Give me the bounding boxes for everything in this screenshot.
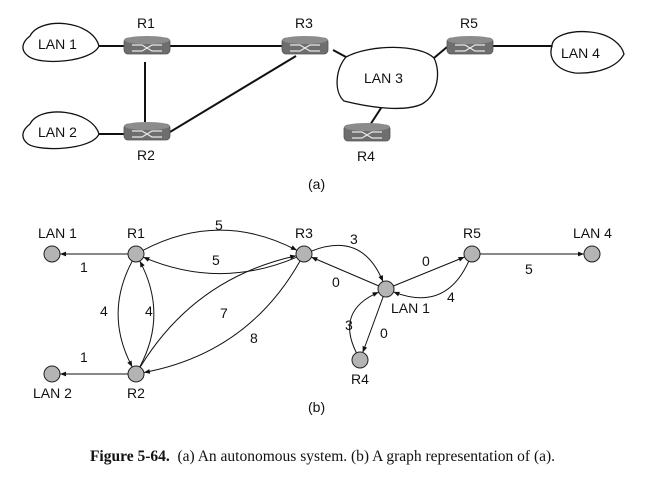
graph-node-r1: R1 [127, 225, 145, 263]
edge-weight-r2-to-r1: 4 [145, 303, 153, 319]
r1-label: R1 [137, 15, 155, 31]
link-lan3-r5 [433, 46, 448, 59]
node-circle [43, 245, 61, 263]
edge-r3-to-r1 [143, 256, 297, 274]
figure-number: Figure 5-64. [89, 448, 170, 465]
part-a-links [99, 45, 552, 135]
edge-weight-r3-to-r2: 8 [250, 330, 258, 346]
router-r3: R3 [281, 15, 329, 55]
graph-node-lan4: LAN 4 [573, 225, 612, 263]
lan-cloud-lan4: LAN 4 [550, 30, 625, 74]
lan-cloud-lan3: LAN 3 [336, 46, 439, 109]
r2-label: R2 [137, 147, 155, 163]
edge-r2-to-r3 [139, 254, 297, 368]
router-r1: R1 [123, 15, 171, 55]
edge-weight-r1-to-r2: 4 [100, 303, 108, 319]
lan2-label: LAN 2 [38, 124, 77, 140]
edge-r1-to-r2 [117, 260, 133, 368]
graph-node-r4: R4 [351, 351, 369, 387]
router-r4: R4 [343, 123, 391, 164]
node-label-r4: R4 [351, 371, 369, 387]
edge-weight-lanc-to-r5: 0 [422, 253, 430, 269]
node-circle [583, 245, 601, 263]
router-icon [132, 130, 162, 138]
node-circle [127, 245, 145, 263]
node-circle [377, 280, 395, 298]
lan4-label: LAN 4 [561, 45, 600, 61]
part-b-edges [60, 229, 584, 377]
node-label-r1: R1 [127, 225, 145, 241]
graph-node-lanc: LAN 1 [377, 280, 430, 316]
node-label-lanc: LAN 1 [391, 300, 430, 316]
node-circle [463, 245, 481, 263]
edge-weight-r2-to-lan2: 1 [80, 349, 88, 365]
graph-node-r5: R5 [463, 225, 481, 263]
router-icon [455, 44, 485, 52]
edge-lanc-to-r3 [311, 256, 379, 287]
r3-label: R3 [295, 15, 313, 31]
edge-weight-r3-to-lanc: 3 [350, 231, 358, 247]
link-r3-lan3 [332, 49, 347, 58]
node-label-r2: R2 [127, 385, 145, 401]
link-r2-r3 [169, 55, 297, 133]
part-a-label: (a) [308, 176, 325, 192]
node-circle [351, 351, 369, 369]
router-icon [132, 44, 162, 52]
router-r2: R2 [123, 122, 171, 163]
edge-weight-lanc-to-r4: 0 [380, 325, 388, 341]
node-label-lan1: LAN 1 [38, 225, 77, 241]
figure-caption: Figure 5-64. (a) An autonomous system. (… [0, 448, 645, 466]
node-label-lan2: LAN 2 [33, 385, 72, 401]
edge-weight-r4-to-lanc: 3 [345, 317, 353, 333]
lan1-label: LAN 1 [38, 36, 77, 52]
edge-lanc-to-r4 [362, 296, 384, 353]
edge-lanc-to-r5 [393, 256, 465, 287]
graph-node-r3: R3 [295, 225, 313, 263]
caption-text: (a) An autonomous system. (b) A graph re… [177, 448, 556, 465]
link-lan3-r4 [369, 104, 384, 126]
node-label-r3: R3 [295, 225, 313, 241]
edge-weight-r1-to-lan1: 1 [80, 259, 88, 275]
edge-weight-r3-to-r1: 5 [212, 252, 220, 268]
graph-node-lan2: LAN 2 [33, 365, 72, 401]
lan-cloud-lan1: LAN 1 [22, 22, 100, 63]
graph-node-lan1: LAN 1 [38, 225, 77, 263]
router-icon [352, 131, 382, 139]
edge-r2-to-r1 [139, 260, 155, 368]
edge-r5-to-lanc [393, 261, 470, 299]
edge-r3-to-r2 [143, 260, 301, 374]
lan-cloud-lan2: LAN 2 [22, 111, 100, 150]
node-circle [127, 365, 145, 383]
router-r5: R5 [446, 15, 494, 55]
edge-weight-r5-to-lanc: 4 [447, 289, 455, 305]
r4-label: R4 [357, 148, 375, 164]
node-circle [43, 365, 61, 383]
edge-weight-r2-to-r3: 7 [220, 305, 228, 321]
part-b-weights: 1 5 5 4 4 1 7 8 3 0 0 4 0 3 5 [80, 217, 533, 365]
edge-weight-lanc-to-r3: 0 [332, 274, 340, 290]
r5-label: R5 [460, 15, 478, 31]
lan3-label: LAN 3 [364, 70, 403, 86]
part-b-label: (b) [308, 399, 325, 415]
graph-node-r2: R2 [127, 365, 145, 401]
edge-r3-to-lanc [311, 244, 384, 282]
edge-weight-r5-to-lan4: 5 [525, 261, 533, 277]
node-circle [295, 245, 313, 263]
edge-r1-to-r3 [142, 229, 298, 251]
edge-weight-r1-to-r3: 5 [215, 217, 223, 233]
node-label-lan4: LAN 4 [573, 225, 612, 241]
edge-r4-to-lanc [349, 291, 379, 354]
router-icon [290, 44, 320, 52]
node-label-r5: R5 [463, 225, 481, 241]
